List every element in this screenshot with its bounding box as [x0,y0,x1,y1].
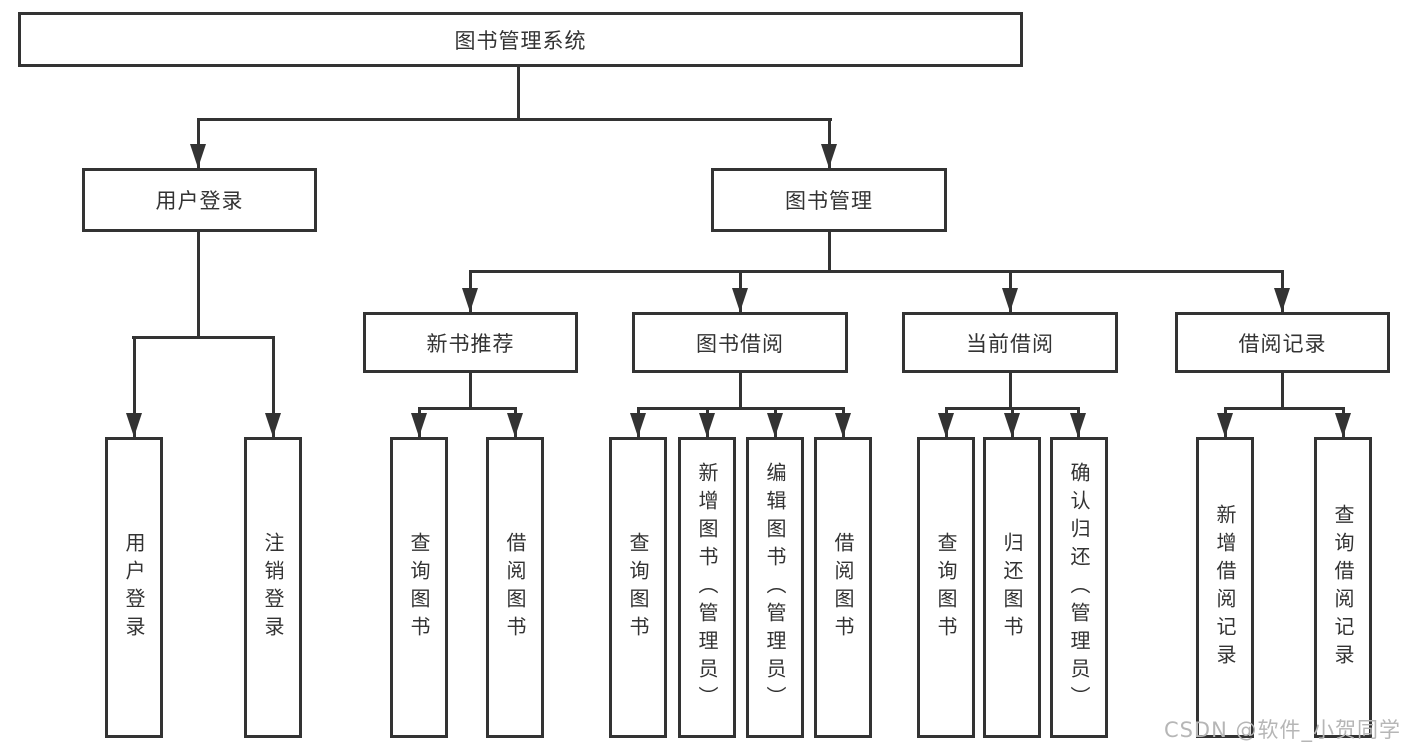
leaf-confirm-return-admin-label: 确认归还（管理员） [1067,461,1091,714]
connector [132,336,275,339]
leaf-user-login-label: 用户登录 [122,531,146,644]
leaf-query-borrow-record-label: 查询借阅记录 [1331,503,1355,672]
leaf-edit-books-admin-label: 编辑图书（管理员） [763,461,787,714]
node-library-system: 图书管理系统 [18,12,1023,67]
arrowhead-down-icon [190,144,206,168]
leaf-query-books-recommend-label: 查询图书 [407,531,431,644]
connector [197,118,200,168]
node-new-book-recommend-label: 新书推荐 [426,331,515,356]
node-new-book-recommend: 新书推荐 [363,312,578,373]
node-user-login-label: 用户登录 [155,189,244,213]
arrowhead-down-icon [732,288,748,312]
leaf-add-borrow-record: 新增借阅记录 [1196,437,1254,738]
connector [517,67,520,118]
leaf-add-books-admin-label: 新增图书（管理员） [695,461,719,714]
connector [637,407,845,410]
leaf-edit-books-admin: 编辑图书（管理员） [746,437,804,738]
connector [828,118,831,168]
leaf-borrow-books-recommend: 借阅图书 [486,437,544,738]
leaf-logout: 注销登录 [244,437,302,738]
connector [828,232,831,270]
leaf-add-books-admin: 新增图书（管理员） [678,437,736,738]
arrowhead-down-icon [835,413,851,437]
leaf-borrow-books-borrowing: 借阅图书 [814,437,872,738]
leaf-query-books-borrowing-label: 查询图书 [626,531,650,644]
connector [1281,373,1284,407]
arrowhead-down-icon [630,413,646,437]
arrowhead-down-icon [1002,288,1018,312]
csdn-watermark: CSDN @软件_小贺同学 [1163,718,1401,742]
connector [133,336,136,437]
arrowhead-down-icon [462,288,478,312]
connector [1224,407,1345,410]
node-book-management: 图书管理 [711,168,947,232]
node-book-management-label: 图书管理 [785,189,873,213]
arrowhead-down-icon [1004,413,1020,437]
arrowhead-down-icon [265,413,281,437]
node-borrowing-records: 借阅记录 [1175,312,1390,373]
connector [1009,373,1012,407]
arrowhead-down-icon [1335,413,1351,437]
leaf-query-books-borrowing: 查询图书 [609,437,667,738]
connector [272,336,275,437]
leaf-user-login: 用户登录 [105,437,163,738]
arrowhead-down-icon [821,144,837,168]
leaf-logout-label: 注销登录 [261,531,285,644]
leaf-query-borrow-record: 查询借阅记录 [1314,437,1372,738]
connector [197,118,832,121]
arrowhead-down-icon [411,413,427,437]
connector [418,407,517,410]
arrowhead-down-icon [767,413,783,437]
connector [197,232,200,336]
leaf-borrow-books-recommend-label: 借阅图书 [503,531,527,644]
node-current-borrowing-label: 当前借阅 [966,331,1054,356]
arrowhead-down-icon [1274,288,1290,312]
leaf-return-books-label: 归还图书 [1000,531,1024,644]
node-book-borrowing-label: 图书借阅 [696,331,784,356]
connector [469,270,1284,273]
arrowhead-down-icon [507,413,523,437]
connector [469,373,472,407]
connector [739,373,742,407]
node-current-borrowing: 当前借阅 [902,312,1118,373]
leaf-add-borrow-record-label: 新增借阅记录 [1213,503,1237,672]
leaf-query-books-current-label: 查询图书 [934,531,958,644]
leaf-return-books: 归还图书 [983,437,1041,738]
node-book-borrowing: 图书借阅 [632,312,848,373]
leaf-borrow-books-borrowing-label: 借阅图书 [831,531,855,644]
node-library-system-label: 图书管理系统 [454,28,587,53]
arrowhead-down-icon [699,413,715,437]
leaf-confirm-return-admin: 确认归还（管理员） [1050,437,1108,738]
leaf-query-books-recommend: 查询图书 [390,437,448,738]
node-user-login: 用户登录 [82,168,317,232]
arrowhead-down-icon [1217,413,1233,437]
arrowhead-down-icon [938,413,954,437]
leaf-query-books-current: 查询图书 [917,437,975,738]
node-borrowing-records-label: 借阅记录 [1238,331,1327,356]
arrowhead-down-icon [1070,413,1086,437]
arrowhead-down-icon [126,413,142,437]
